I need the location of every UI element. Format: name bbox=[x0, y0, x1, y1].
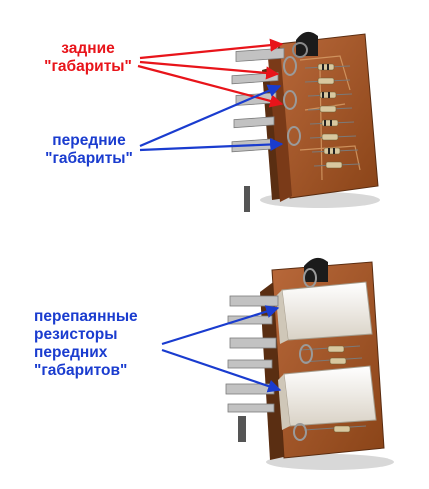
resoldered-label-line4: "габаритов" bbox=[34, 362, 128, 379]
rear-lights-label: задние "габариты" bbox=[38, 40, 138, 76]
resoldered-label-line3: передних bbox=[34, 344, 108, 361]
resoldered-label-line1: перепаянные bbox=[34, 308, 138, 325]
rear-lights-label-line2: "габариты" bbox=[44, 58, 132, 75]
resoldered-label-line2: резисторы bbox=[34, 326, 118, 343]
rear-lights-label-line1: задние bbox=[61, 40, 115, 57]
front-lights-label: передние "габариты" bbox=[36, 132, 142, 168]
ceramic-resistors bbox=[276, 281, 377, 430]
top-resistors bbox=[304, 63, 361, 169]
top-coils bbox=[283, 56, 301, 146]
resoldered-resistors-label: перепаянные резисторы передних "габарито… bbox=[34, 308, 160, 380]
top-transistor bbox=[292, 31, 318, 58]
front-lights-arrows bbox=[139, 84, 284, 152]
resistor-arrows bbox=[161, 305, 282, 393]
bottom-board-photo bbox=[225, 257, 394, 470]
rear-lights-arrows bbox=[137, 38, 284, 108]
front-lights-label-line1: передние bbox=[52, 132, 126, 149]
top-board-photo bbox=[231, 31, 380, 212]
front-lights-label-line2: "габариты" bbox=[45, 150, 133, 167]
